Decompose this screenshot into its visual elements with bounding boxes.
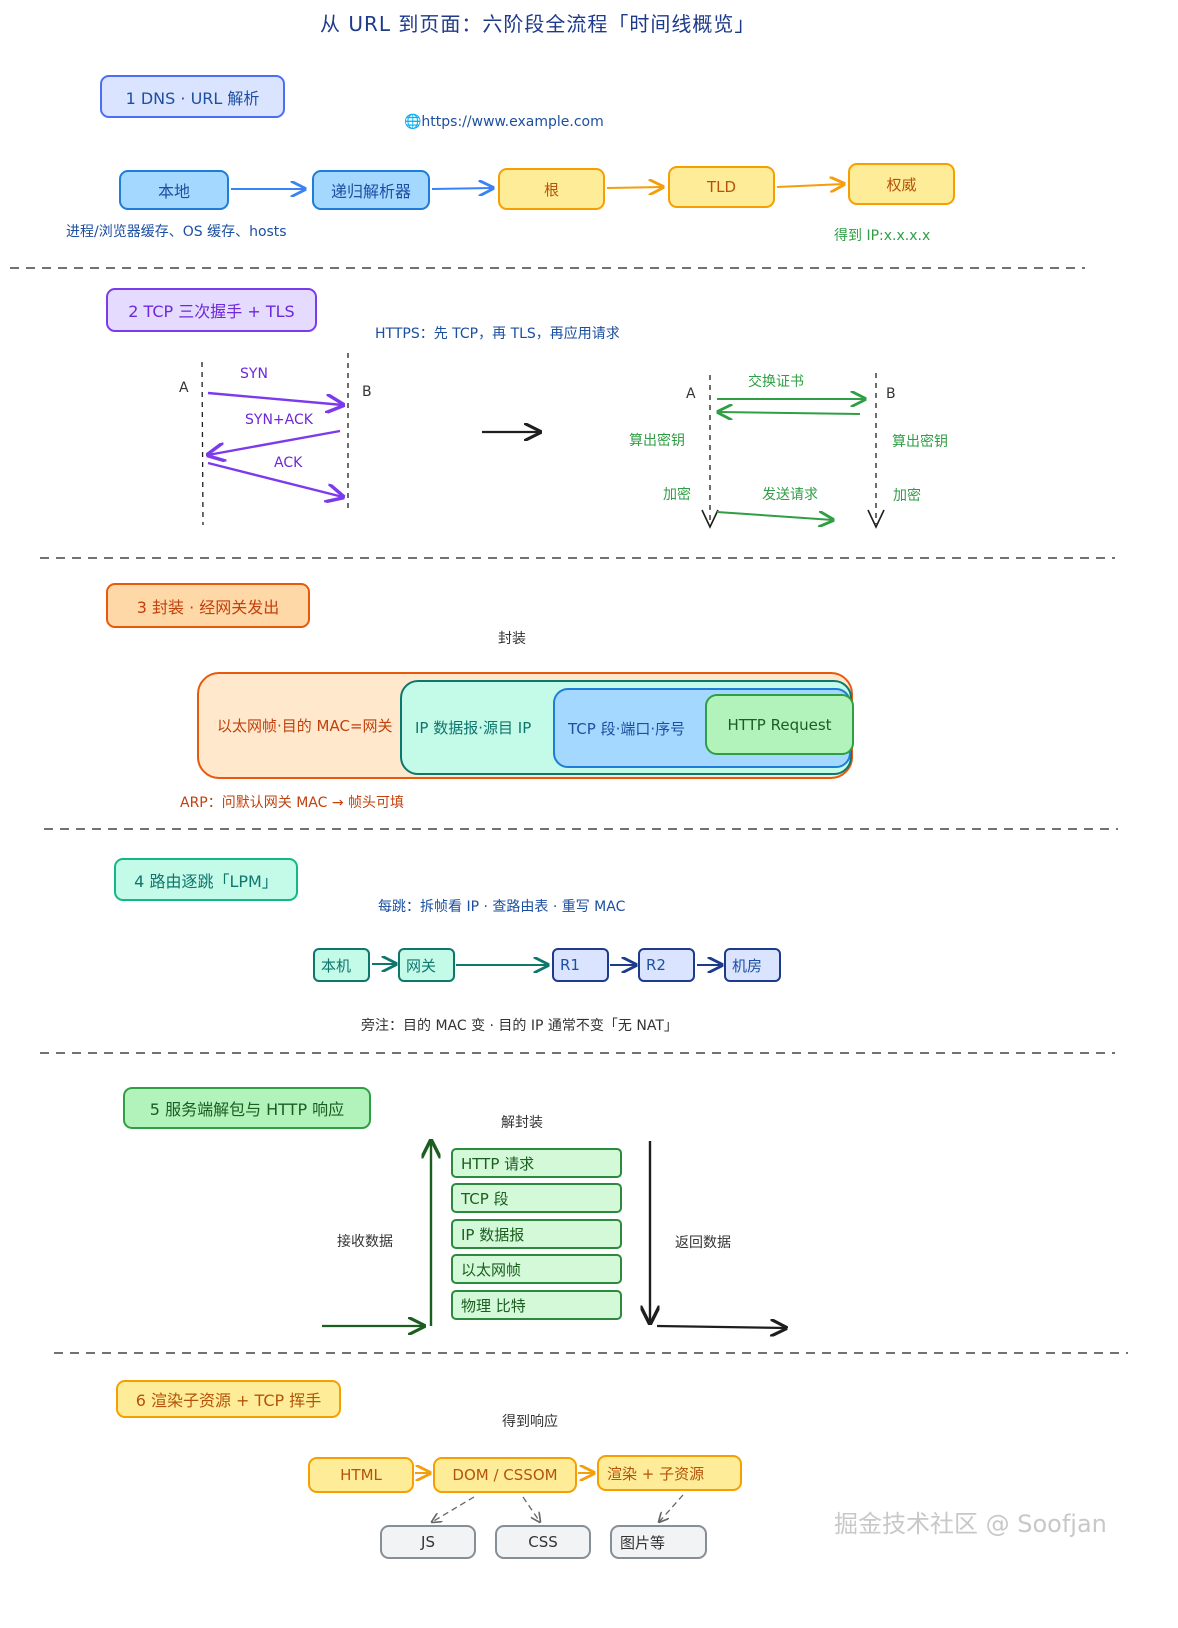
ack-label: ACK	[274, 455, 303, 471]
arp-note: ARP：问默认网关 MAC → 帧头可填	[180, 795, 405, 811]
arrow-send-request	[716, 511, 833, 520]
decapsulate-subtitle: 解封装	[501, 1115, 543, 1131]
lifeline-a	[201, 361, 204, 526]
section-1-heading: 1 DNS · URL 解析	[100, 75, 285, 118]
section-4-heading: 4 路由逐跳「LPM」	[114, 858, 298, 901]
url-label: 🌐https://www.example.com	[404, 114, 604, 130]
render-node-render-subresources: 渲染 + 子资源	[597, 1455, 742, 1491]
tls-host-a: A	[686, 386, 696, 402]
page-title: 从 URL 到页面：六阶段全流程「时间线概览」	[320, 12, 756, 36]
arrow-tld-auth	[776, 184, 844, 187]
receive-label: 接收数据	[337, 1234, 393, 1250]
arrow-ack	[207, 461, 343, 497]
syn-label: SYN	[240, 366, 268, 382]
tcp-host-a: A	[179, 380, 189, 396]
section-2-heading: 2 TCP 三次握手 + TLS	[106, 288, 317, 332]
layer-http: HTTP 请求	[451, 1148, 622, 1178]
section-3-heading: 3 封装 · 经网关发出	[106, 583, 310, 628]
subresource-images: 图片等	[610, 1525, 707, 1559]
layer-physical: 物理 比特	[451, 1290, 622, 1320]
watermark-text: 掘金技术社区 @ Soofjan	[834, 1510, 1107, 1538]
dns-node-recursive: 递归解析器	[312, 170, 430, 210]
compute-key-left: 算出密钥	[629, 433, 685, 449]
subresource-js: JS	[380, 1525, 476, 1559]
hop-subtitle: 每跳：拆帧看 IP · 查路由表 · 重写 MAC	[378, 899, 626, 915]
arrow-dom-css	[522, 1496, 540, 1522]
nat-note: 旁注：目的 MAC 变 · 目的 IP 通常不变「无 NAT」	[361, 1018, 678, 1034]
arrow-recursive-root	[431, 188, 493, 189]
arrow-render-img	[659, 1494, 684, 1522]
encrypt-right: 加密	[893, 488, 921, 504]
tls-lifeline-a-head	[701, 509, 719, 529]
section-6-heading: 6 渲染子资源 + TCP 挥手	[116, 1380, 341, 1418]
route-node-r1: R1	[552, 948, 609, 982]
render-node-html: HTML	[308, 1457, 414, 1493]
response-subtitle: 得到响应	[502, 1414, 558, 1430]
route-node-host: 本机	[313, 948, 370, 982]
ip-datagram-label: IP 数据报·源目 IP	[415, 719, 532, 737]
subresource-css: CSS	[495, 1525, 591, 1559]
arrow-syn	[207, 391, 343, 405]
route-node-gateway: 网关	[398, 948, 455, 982]
arrow-root-tld	[606, 187, 663, 188]
synack-label: SYN+ACK	[245, 412, 313, 428]
tcp-segment-label: TCP 段·端口·序号	[568, 719, 686, 738]
arrow-dom-js	[432, 1496, 475, 1522]
render-node-dom-cssom: DOM / CSSOM	[433, 1457, 577, 1493]
exchange-cert-label: 交换证书	[748, 374, 804, 390]
arrow-synack	[208, 429, 341, 455]
return-label: 返回数据	[675, 1235, 731, 1251]
dns-node-authoritative: 权威	[848, 163, 955, 205]
dns-node-tld: TLD	[668, 166, 775, 208]
tcp-host-b: B	[362, 384, 372, 400]
http-request-payload: HTTP Request	[705, 694, 854, 755]
encapsulate-subtitle: 封装	[498, 631, 526, 647]
layer-tcp: TCP 段	[451, 1183, 622, 1213]
arrow-cert-ba	[718, 412, 861, 414]
compute-key-right: 算出密钥	[892, 434, 948, 450]
section-5-heading: 5 服务端解包与 HTTP 响应	[123, 1087, 371, 1129]
https-subtitle: HTTPS：先 TCP，再 TLS，再应用请求	[375, 326, 620, 342]
encrypt-left: 加密	[663, 487, 691, 503]
tls-lifeline-b-head	[867, 509, 885, 529]
arrow-ret-out	[656, 1326, 786, 1328]
tls-host-b: B	[886, 386, 896, 402]
dns-cache-note: 进程/浏览器缓存、OS 缓存、hosts	[66, 224, 287, 240]
layer-ip: IP 数据报	[451, 1219, 622, 1249]
layer-ethernet: 以太网帧	[451, 1254, 622, 1284]
route-node-r2: R2	[638, 948, 695, 982]
dns-node-root: 根	[498, 168, 605, 210]
ethernet-frame-label: 以太网帧·目的 MAC=网关	[217, 717, 393, 735]
dns-node-local: 本地	[119, 170, 229, 210]
send-request-label: 发送请求	[762, 487, 818, 503]
route-node-datacenter: 机房	[724, 948, 781, 982]
dns-result-note: 得到 IP:x.x.x.x	[834, 228, 931, 244]
